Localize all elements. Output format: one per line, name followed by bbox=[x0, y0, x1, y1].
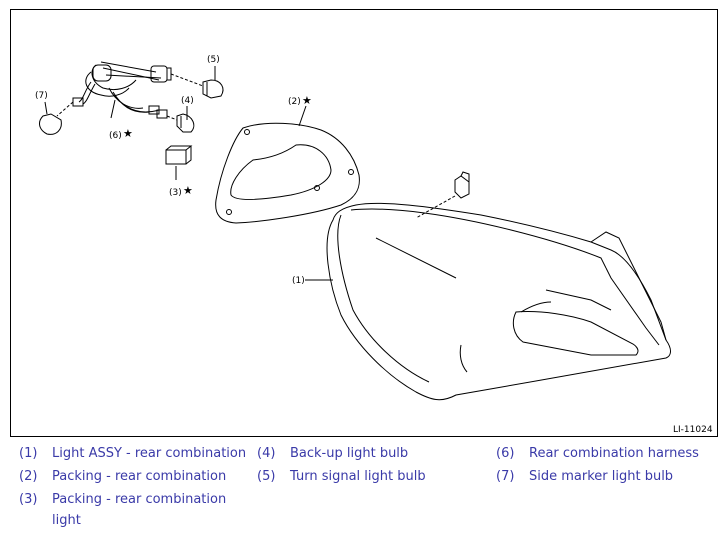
legend-text: Light ASSY - rear combination bbox=[52, 446, 247, 461]
legend-text: Rear combination harness bbox=[529, 446, 699, 461]
turn-signal-bulb-part bbox=[170, 73, 224, 99]
legend-num: (2) bbox=[19, 469, 38, 484]
legend-num: (7) bbox=[496, 469, 515, 484]
legend-text: Back-up light bulb bbox=[290, 446, 409, 461]
legend-text: light bbox=[52, 513, 81, 528]
star-2: ★ bbox=[302, 94, 312, 107]
legend-text: Side marker light bulb bbox=[529, 469, 674, 484]
legend-num: (6) bbox=[496, 446, 515, 461]
rear-combination-harness-part bbox=[72, 61, 172, 119]
light-assy-part bbox=[326, 202, 671, 401]
parts-legend: (1) Light ASSY - rear combination (2) Pa… bbox=[19, 443, 719, 533]
bulb-socket-part bbox=[415, 171, 470, 219]
exploded-view-diagram: (2) ★ (5) (4) (7) (6) ★ (3) ★ (1) LI-110… bbox=[35, 55, 713, 435]
leader-lines bbox=[44, 66, 333, 281]
star-6: ★ bbox=[123, 127, 133, 140]
callout-2: (2) bbox=[288, 97, 301, 107]
callout-3: (3) bbox=[169, 188, 182, 198]
callout-4: (4) bbox=[181, 96, 194, 106]
star-3: ★ bbox=[183, 184, 193, 197]
back-up-bulb-part bbox=[166, 113, 195, 133]
legend-num: (1) bbox=[19, 446, 38, 461]
callout-6: (6) bbox=[109, 131, 122, 141]
side-marker-bulb-part bbox=[39, 101, 74, 135]
legend-text: Turn signal light bulb bbox=[290, 469, 426, 484]
figure-code: LI-11024 bbox=[673, 425, 713, 435]
callout-7: (7) bbox=[35, 91, 48, 101]
legend-num: (5) bbox=[257, 469, 276, 484]
packing-light-part bbox=[165, 145, 193, 165]
packing-rear-combination-part bbox=[215, 122, 360, 224]
legend-text: Packing - rear combination bbox=[52, 492, 227, 507]
callout-1: (1) bbox=[292, 276, 305, 286]
legend-num: (4) bbox=[257, 446, 276, 461]
legend-text: Packing - rear combination bbox=[52, 469, 227, 484]
diagram-frame: (2) ★ (5) (4) (7) (6) ★ (3) ★ (1) LI-110… bbox=[10, 9, 718, 437]
callout-5: (5) bbox=[207, 55, 220, 65]
legend-num: (3) bbox=[19, 492, 38, 507]
